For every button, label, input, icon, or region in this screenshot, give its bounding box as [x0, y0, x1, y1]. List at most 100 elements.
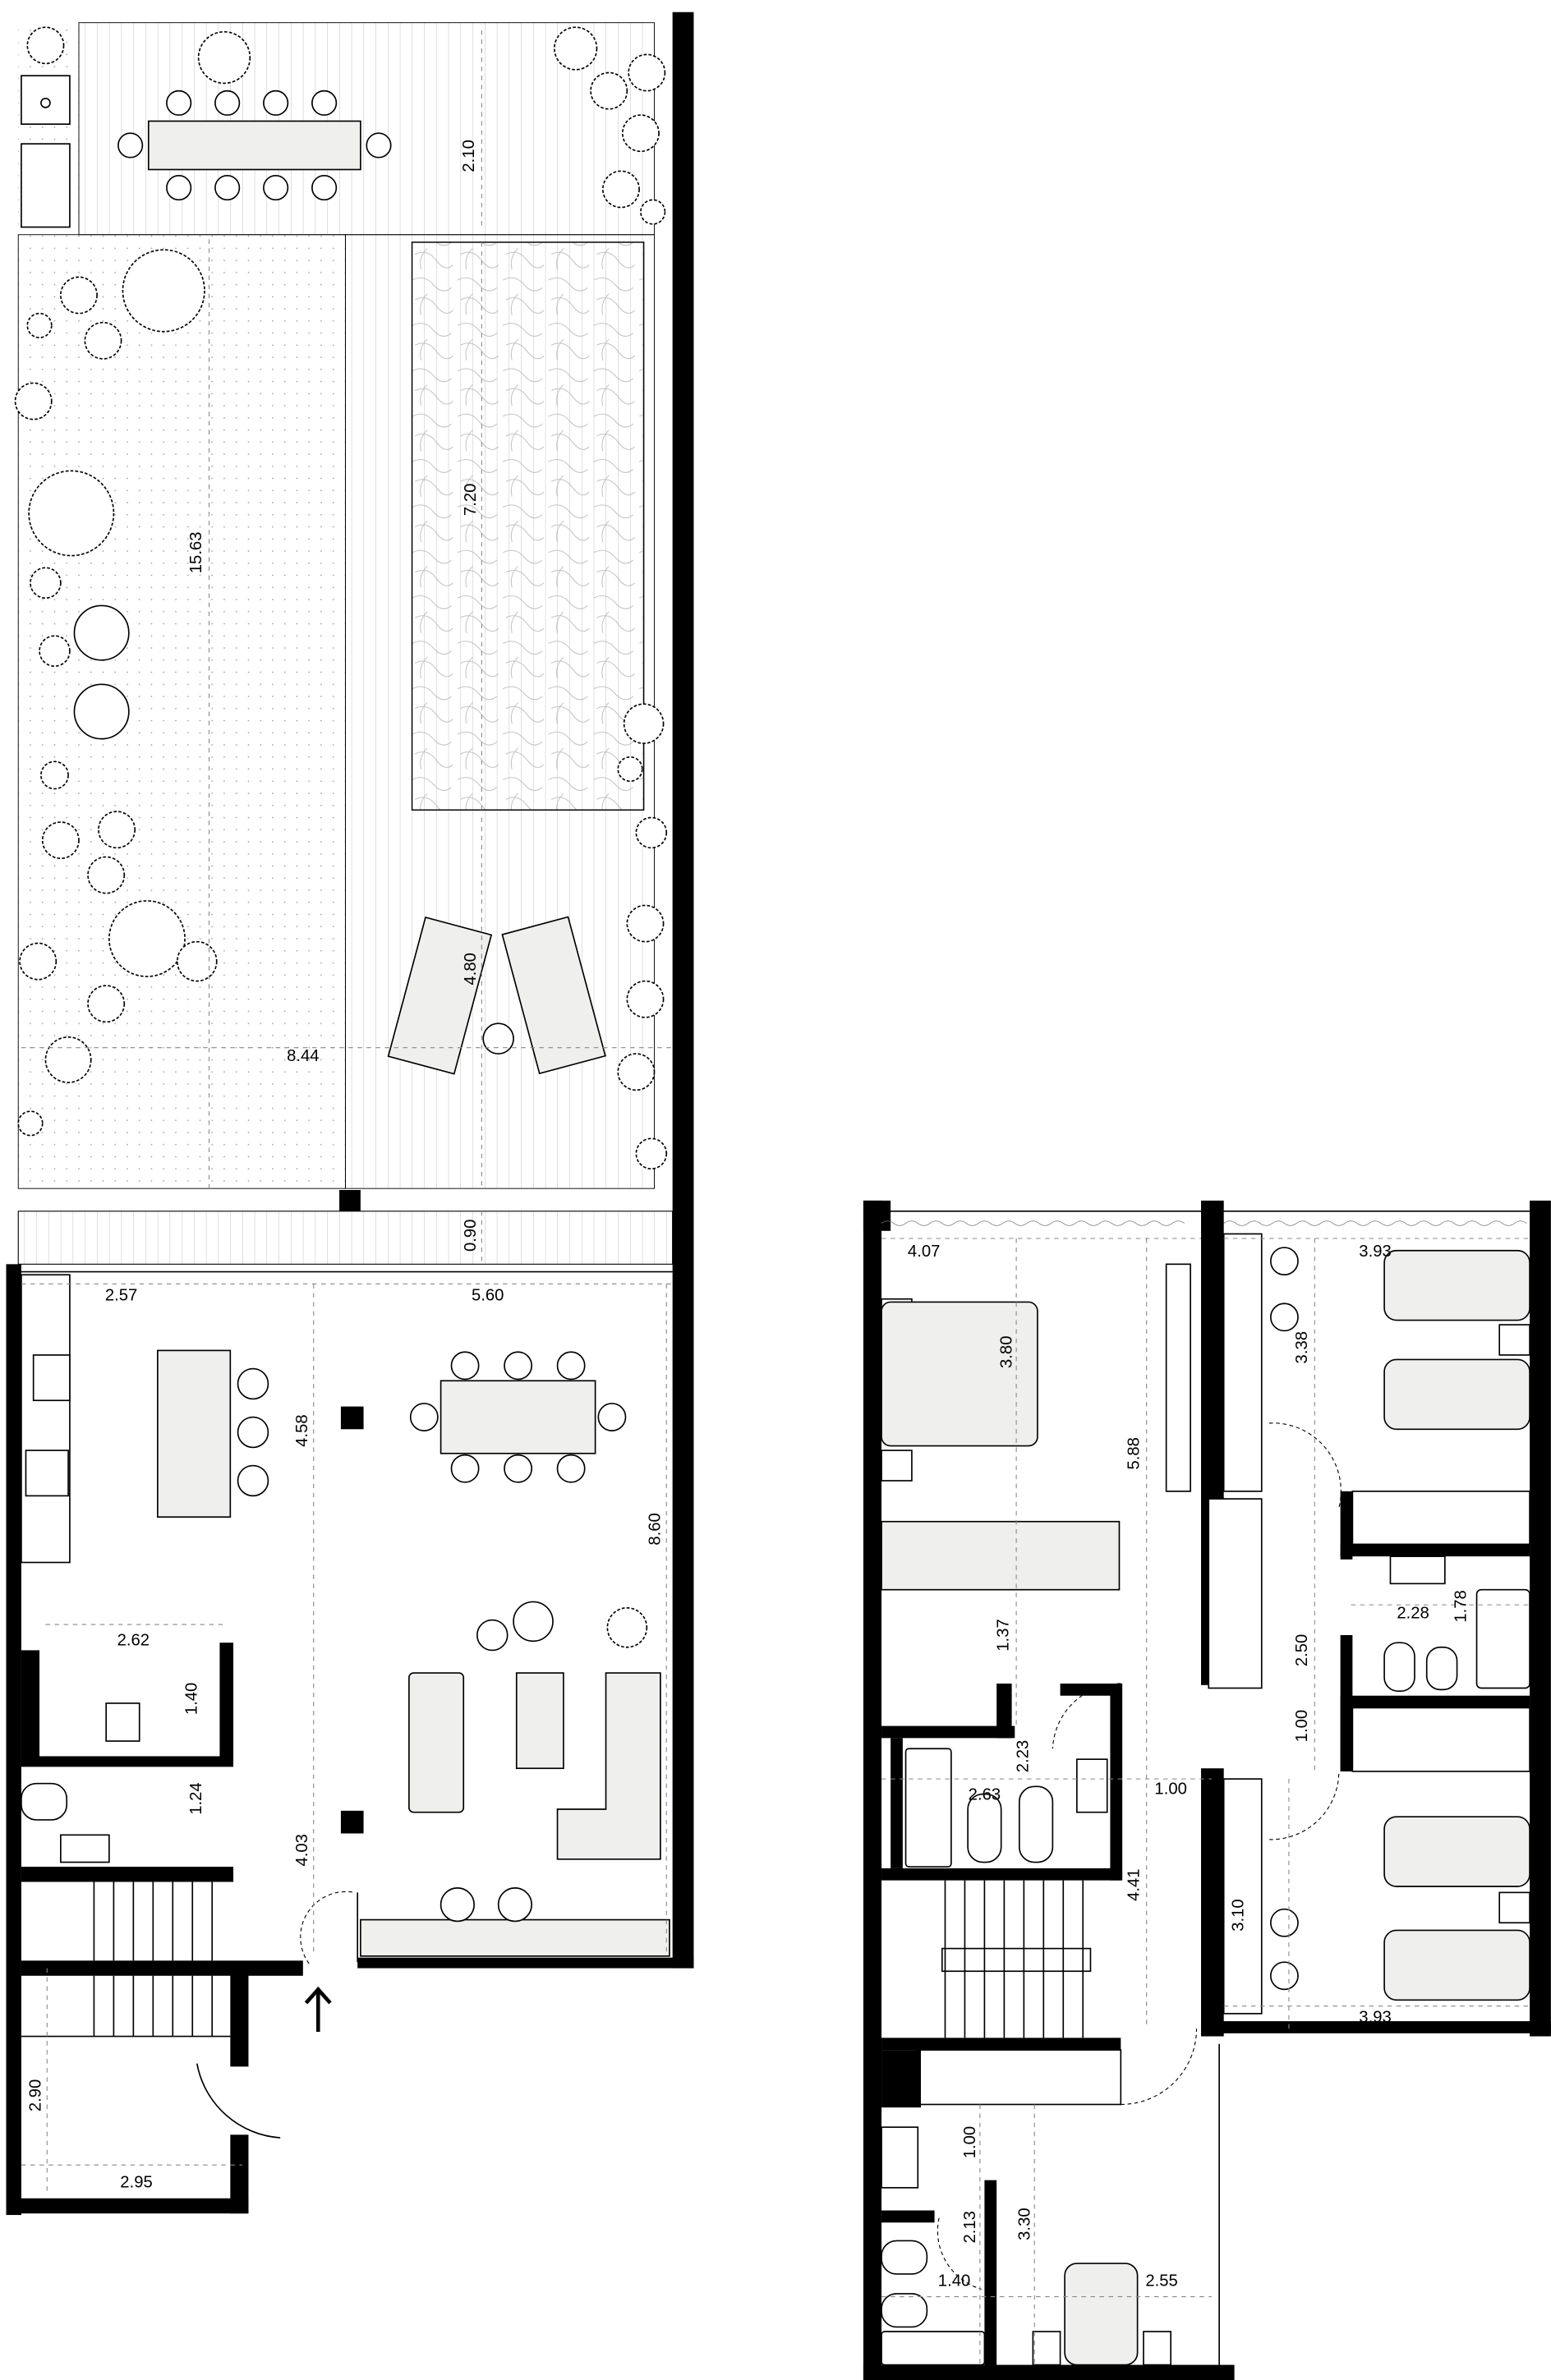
bidet: [1425, 1646, 1458, 1691]
south-wall: [357, 1957, 694, 1969]
dimension-label: 1.78: [1452, 1590, 1470, 1622]
tree-icon: [628, 53, 666, 92]
dining-chair: [409, 1403, 439, 1431]
pouf: [476, 1619, 509, 1652]
vestibule-wall: [230, 1968, 249, 2067]
desk: [1222, 1778, 1263, 2015]
wc-toilet: [21, 1782, 68, 1821]
cooktop: [25, 1450, 69, 1497]
dimension-label: 2.62: [117, 1632, 150, 1650]
tree-icon: [40, 760, 69, 790]
outdoor-sink: [21, 75, 71, 125]
bath-wall: [1340, 1707, 1353, 1771]
dimension-label: 3.10: [1229, 1899, 1247, 1931]
bath-wall: [996, 1683, 1012, 1739]
bidet: [1018, 1785, 1054, 1863]
column: [340, 1406, 364, 1430]
tree-icon: [176, 940, 218, 982]
dining-chair: [597, 1403, 627, 1431]
dimension-label: 4.07: [908, 1243, 940, 1261]
west-wall: [6, 1264, 21, 2216]
outdoor-chair: [117, 132, 144, 159]
single-bed: [1064, 2263, 1139, 2366]
dimension-label: 2.23: [1015, 1740, 1033, 1772]
bath-wall: [1340, 1695, 1530, 1708]
wardrobe: [1222, 1233, 1263, 1492]
tree-icon: [41, 821, 80, 860]
utility-wall: [219, 1643, 234, 1762]
outdoor-chair: [263, 90, 289, 116]
outdoor-chair: [311, 90, 338, 116]
partition-wall: [1201, 1768, 1224, 2037]
ground-floor: [6, 11, 694, 2216]
tree-icon: [621, 114, 660, 153]
chair: [1269, 1303, 1299, 1332]
east-wall: [1530, 1200, 1551, 2037]
wc-sink: [60, 1834, 110, 1863]
dimension-label: 3.38: [1293, 1331, 1311, 1363]
tree-icon: [30, 567, 62, 600]
lounge-chair: [73, 683, 130, 740]
dimension-label: 1.00: [961, 2126, 979, 2158]
dimension-label: 2.57: [105, 1286, 137, 1304]
bedside-table: [881, 1450, 913, 1482]
bath-wall: [1340, 1491, 1353, 1560]
dimension-label: 5.88: [1125, 1437, 1143, 1469]
terrace: [17, 1211, 674, 1265]
console-bench: [360, 1918, 670, 1957]
bathtub: [881, 2331, 986, 2366]
dimension-label: 5.60: [472, 1286, 504, 1304]
tree-icon: [635, 1137, 668, 1170]
tree-icon: [617, 1053, 656, 1091]
dimension-label: 4.03: [293, 1834, 311, 1866]
dimension-label: 2.63: [969, 1786, 1001, 1804]
tree-icon: [26, 26, 65, 65]
sofa: [408, 1672, 465, 1813]
nightstand: [1498, 1891, 1530, 1924]
dimension-label: 0.90: [462, 1220, 480, 1252]
toilet: [881, 2240, 928, 2275]
tree-icon: [602, 170, 640, 209]
single-bed: [1383, 1816, 1530, 1887]
coffee-table: [515, 1672, 564, 1770]
outdoor-dining-table: [147, 120, 361, 171]
closet: [915, 2049, 1122, 2106]
arrow-up-icon: [304, 1986, 332, 2032]
utility-wall: [21, 1756, 234, 1767]
grill: [21, 143, 71, 228]
dining-chair: [556, 1351, 586, 1381]
kitchen-counter: [21, 1274, 71, 1564]
outdoor-chair: [214, 175, 241, 201]
bath-wall: [1060, 1683, 1121, 1696]
door-swing: [196, 2063, 281, 2139]
outdoor-chair: [166, 175, 192, 201]
bath-sink: [1076, 1758, 1108, 1813]
utility-sink: [105, 1702, 140, 1742]
dimension-label: 2.10: [460, 140, 478, 172]
single-bed: [1383, 1929, 1530, 2001]
outdoor-chair: [166, 90, 192, 116]
stair-wall: [21, 1960, 303, 1976]
east-boundary-wall: [672, 11, 694, 1969]
bath-wall: [881, 2210, 935, 2223]
bar-stool: [237, 1416, 269, 1449]
lounge-chair: [73, 604, 130, 661]
dimension-label: 2.50: [1293, 1634, 1311, 1666]
nightstand: [1498, 1324, 1530, 1356]
bidet: [881, 2293, 928, 2328]
column: [339, 1190, 361, 1211]
kitchen-island: [157, 1349, 232, 1519]
tree-icon: [98, 811, 136, 849]
sun-lounger: [387, 916, 493, 1075]
tree-icon: [87, 856, 126, 894]
stair-handrail: [941, 1947, 1092, 1973]
dining-chair: [450, 1351, 480, 1381]
tree-icon: [606, 1606, 648, 1648]
dimension-label: 2.28: [1397, 1605, 1429, 1623]
single-bed: [1383, 1249, 1530, 1321]
chair: [1269, 1247, 1299, 1276]
dining-chair: [504, 1454, 533, 1483]
tree-icon: [87, 985, 126, 1023]
dimension-label: 1.00: [1293, 1710, 1311, 1742]
tree-icon: [554, 26, 598, 71]
